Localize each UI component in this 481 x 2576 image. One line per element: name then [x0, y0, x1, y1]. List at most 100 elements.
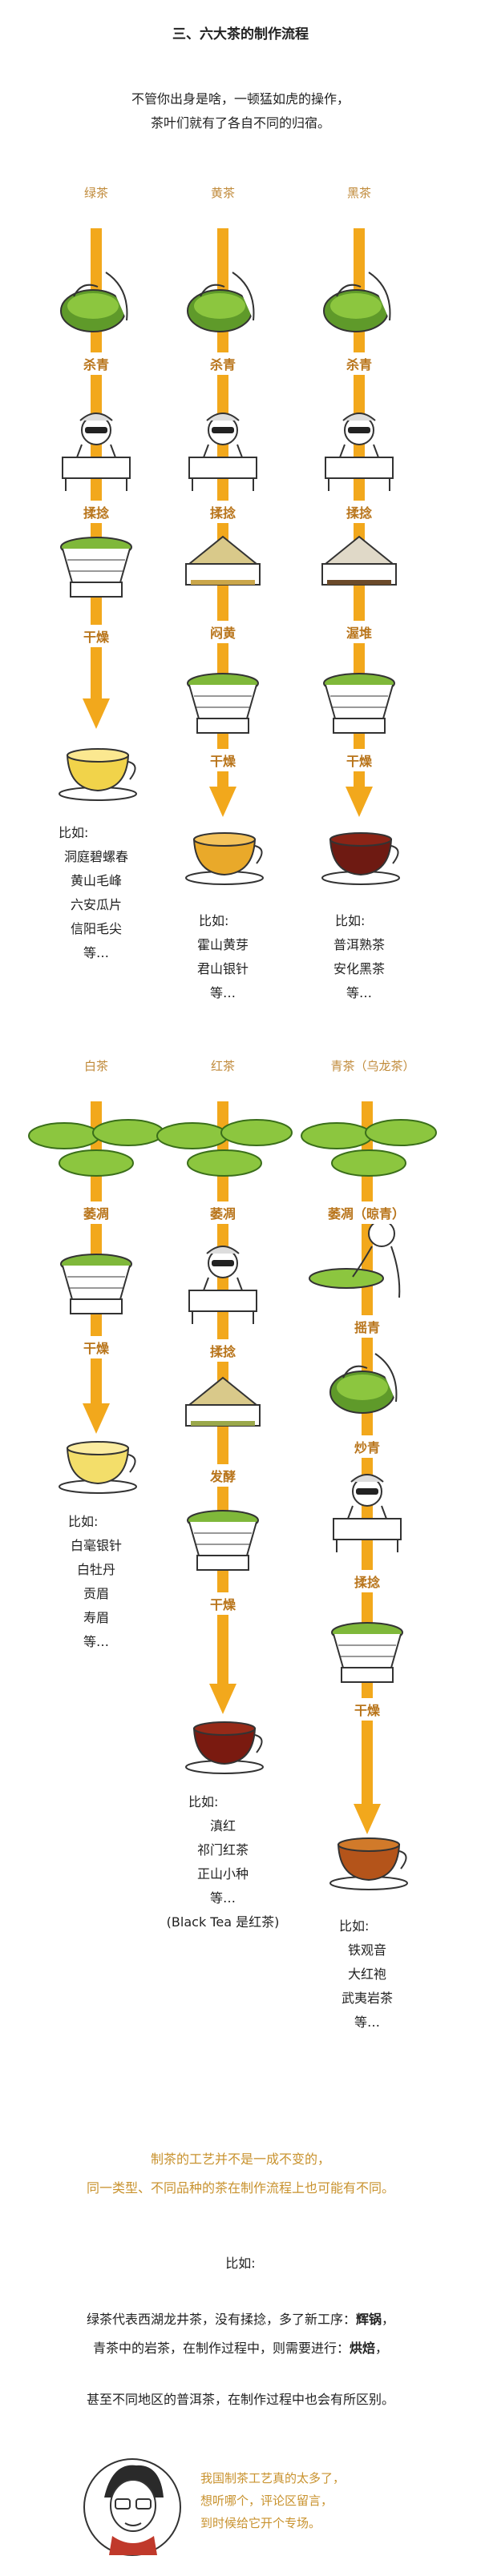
tea-cup-icon — [59, 748, 137, 801]
speech-line: 到时候给它开个专场。 — [200, 2516, 321, 2530]
tea-cup-icon — [321, 832, 400, 885]
example-item: 等… — [346, 985, 372, 1000]
example-item: 等… — [354, 2015, 380, 2030]
example-item: 六安瓜片 — [70, 897, 122, 912]
examples-label: 比如: — [339, 1918, 370, 1934]
detail-line-2: 青茶中的岩茶，在制作过程中，则需要进行：烘焙， — [16, 2336, 465, 2361]
detail-text: 绿茶代表西湖龙井茶，没有揉捻，多了新工序： — [86, 2312, 356, 2327]
step-label: 萎凋 — [191, 1201, 255, 1224]
heaping-illustration — [185, 535, 261, 586]
intro-line-2: 茶叶们就有了各自不同的归宿。 — [150, 115, 330, 131]
example-item: 祁门红茶 — [196, 1842, 249, 1858]
rolling-worker-illustration — [188, 1246, 257, 1324]
step-label: 萎凋 — [64, 1201, 128, 1224]
process-arrow-head — [346, 787, 373, 817]
rolling-worker-illustration — [333, 1474, 402, 1552]
step-label: 干燥 — [64, 625, 128, 647]
intro-line-1: 不管你出身是啥，一顿猛如虎的操作， — [131, 91, 350, 107]
step-label: 揉捻 — [327, 501, 391, 523]
examples-red-tea: 比如: 滇红 祁门红茶 正山小种 等… (Black Tea 是红茶) — [155, 1790, 291, 1934]
example-item: (Black Tea 是红茶) — [166, 1914, 280, 1930]
rolling-worker-illustration — [325, 413, 394, 491]
examples-dark-tea: 比如: 普洱熟茶 安化黑茶 等… — [299, 909, 419, 1005]
withering-mats-illustration — [156, 1119, 293, 1177]
author-avatar-illustration — [83, 2458, 181, 2556]
step-label: 干燥 — [191, 749, 255, 771]
example-item: 霍山黄芽 — [196, 937, 249, 952]
example-item: 滇红 — [209, 1818, 236, 1833]
step-label: 杀青 — [327, 352, 391, 375]
examples-oolong-tea: 比如: 铁观音 大红袍 武夷岩茶 等… — [307, 1914, 427, 2035]
example-item: 贡眉 — [83, 1586, 109, 1601]
step-label: 萎凋（晾青） — [314, 1201, 418, 1224]
detail-line-1: 绿茶代表西湖龙井茶，没有揉捻，多了新工序：辉锅， — [16, 2307, 465, 2332]
step-label: 闷黄 — [191, 621, 255, 643]
step-label: 揉捻 — [64, 501, 128, 523]
pan-fire-hands-illustration — [60, 272, 128, 332]
tea-cup-icon — [185, 832, 264, 885]
step-label: 干燥 — [335, 1698, 399, 1721]
column-header-dark-tea: 黑茶 — [346, 186, 371, 200]
drying-basket-illustration — [323, 673, 395, 734]
speech-line: 我国制茶工艺真的太多了， — [200, 2471, 346, 2485]
detail-text: 青茶中的岩茶，在制作过程中，则需要进行： — [92, 2341, 350, 2356]
rolling-worker-illustration — [188, 413, 257, 491]
example-item: 普洱熟茶 — [333, 937, 385, 952]
example-item: 信阳毛尖 — [70, 921, 122, 936]
example-item: 等… — [209, 985, 236, 1000]
shaking-tray-illustration — [309, 1220, 401, 1298]
rolling-worker-illustration — [62, 413, 131, 491]
process-arrow-head — [209, 787, 236, 817]
examples-white-tea: 比如: 白毫银针 白牡丹 贡眉 寿眉 等… — [36, 1510, 156, 1654]
example-item: 铁观音 — [347, 1942, 386, 1958]
examples-label: 比如: — [335, 913, 366, 928]
tea-cup-icon — [329, 1837, 408, 1890]
column-header-oolong-tea: 青茶（乌龙茶） — [330, 1059, 415, 1073]
example-item: 大红袍 — [347, 1966, 386, 1982]
example-item: 白牡丹 — [76, 1562, 115, 1577]
example-item: 寿眉 — [83, 1610, 109, 1625]
process-arrow-head — [83, 698, 110, 729]
withering-mats-illustration — [28, 1119, 164, 1177]
process-arrow-head — [83, 1403, 110, 1434]
drying-basket-illustration — [331, 1622, 403, 1683]
example-item: 君山银针 — [196, 961, 249, 976]
column-header-yellow-tea: 黄茶 — [210, 186, 235, 200]
example-item: 等… — [83, 945, 109, 960]
example-item: 正山小种 — [196, 1866, 249, 1882]
column-header-red-tea: 红茶 — [210, 1059, 235, 1073]
step-label: 干燥 — [191, 1592, 255, 1615]
example-item: 武夷岩茶 — [341, 1990, 393, 2006]
detail-text: ， — [382, 2312, 395, 2327]
heaping-illustration — [185, 1376, 261, 1427]
drying-basket-illustration — [187, 673, 259, 734]
step-label: 揉捻 — [191, 1339, 255, 1362]
pan-fire-hands-illustration — [329, 1353, 398, 1414]
step-label: 杀青 — [64, 352, 128, 375]
example-item: 安化黑茶 — [333, 961, 385, 976]
step-label: 炒青 — [335, 1435, 399, 1458]
step-label: 干燥 — [64, 1336, 128, 1358]
page-title: 三、六大茶的制作流程 — [172, 26, 309, 42]
step-label: 发酵 — [191, 1464, 255, 1487]
process-arrow-head — [354, 1804, 381, 1834]
step-label: 揉捻 — [335, 1570, 399, 1592]
example-item: 等… — [83, 1634, 109, 1649]
pan-fire-hands-illustration — [187, 272, 255, 332]
examples-green-tea: 比如: 洞庭碧螺春 黄山毛峰 六安瓜片 信阳毛尖 等… — [36, 821, 156, 965]
withering-mats-illustration — [301, 1119, 437, 1177]
column-header-white-tea: 白茶 — [83, 1059, 108, 1073]
step-label: 杀青 — [191, 352, 255, 375]
drying-basket-illustration — [60, 537, 132, 598]
drying-basket-illustration — [60, 1254, 132, 1314]
tea-cup-icon — [59, 1441, 137, 1494]
step-label: 渥堆 — [327, 621, 391, 643]
examples-label: 比如: — [188, 1794, 219, 1809]
note-line-1: 制茶的工艺并不是一成不变的， — [150, 2151, 330, 2167]
examples-label: 比如: — [59, 825, 89, 840]
highlight-term: 辉锅 — [355, 2312, 382, 2327]
column-header-green-tea: 绿茶 — [83, 186, 108, 200]
detail-text: ， — [375, 2341, 389, 2356]
heaping-illustration — [321, 535, 397, 586]
author-speech: 我国制茶工艺真的太多了， 想听哪个，评论区留言， 到时候给它开个专场。 — [200, 2467, 457, 2534]
